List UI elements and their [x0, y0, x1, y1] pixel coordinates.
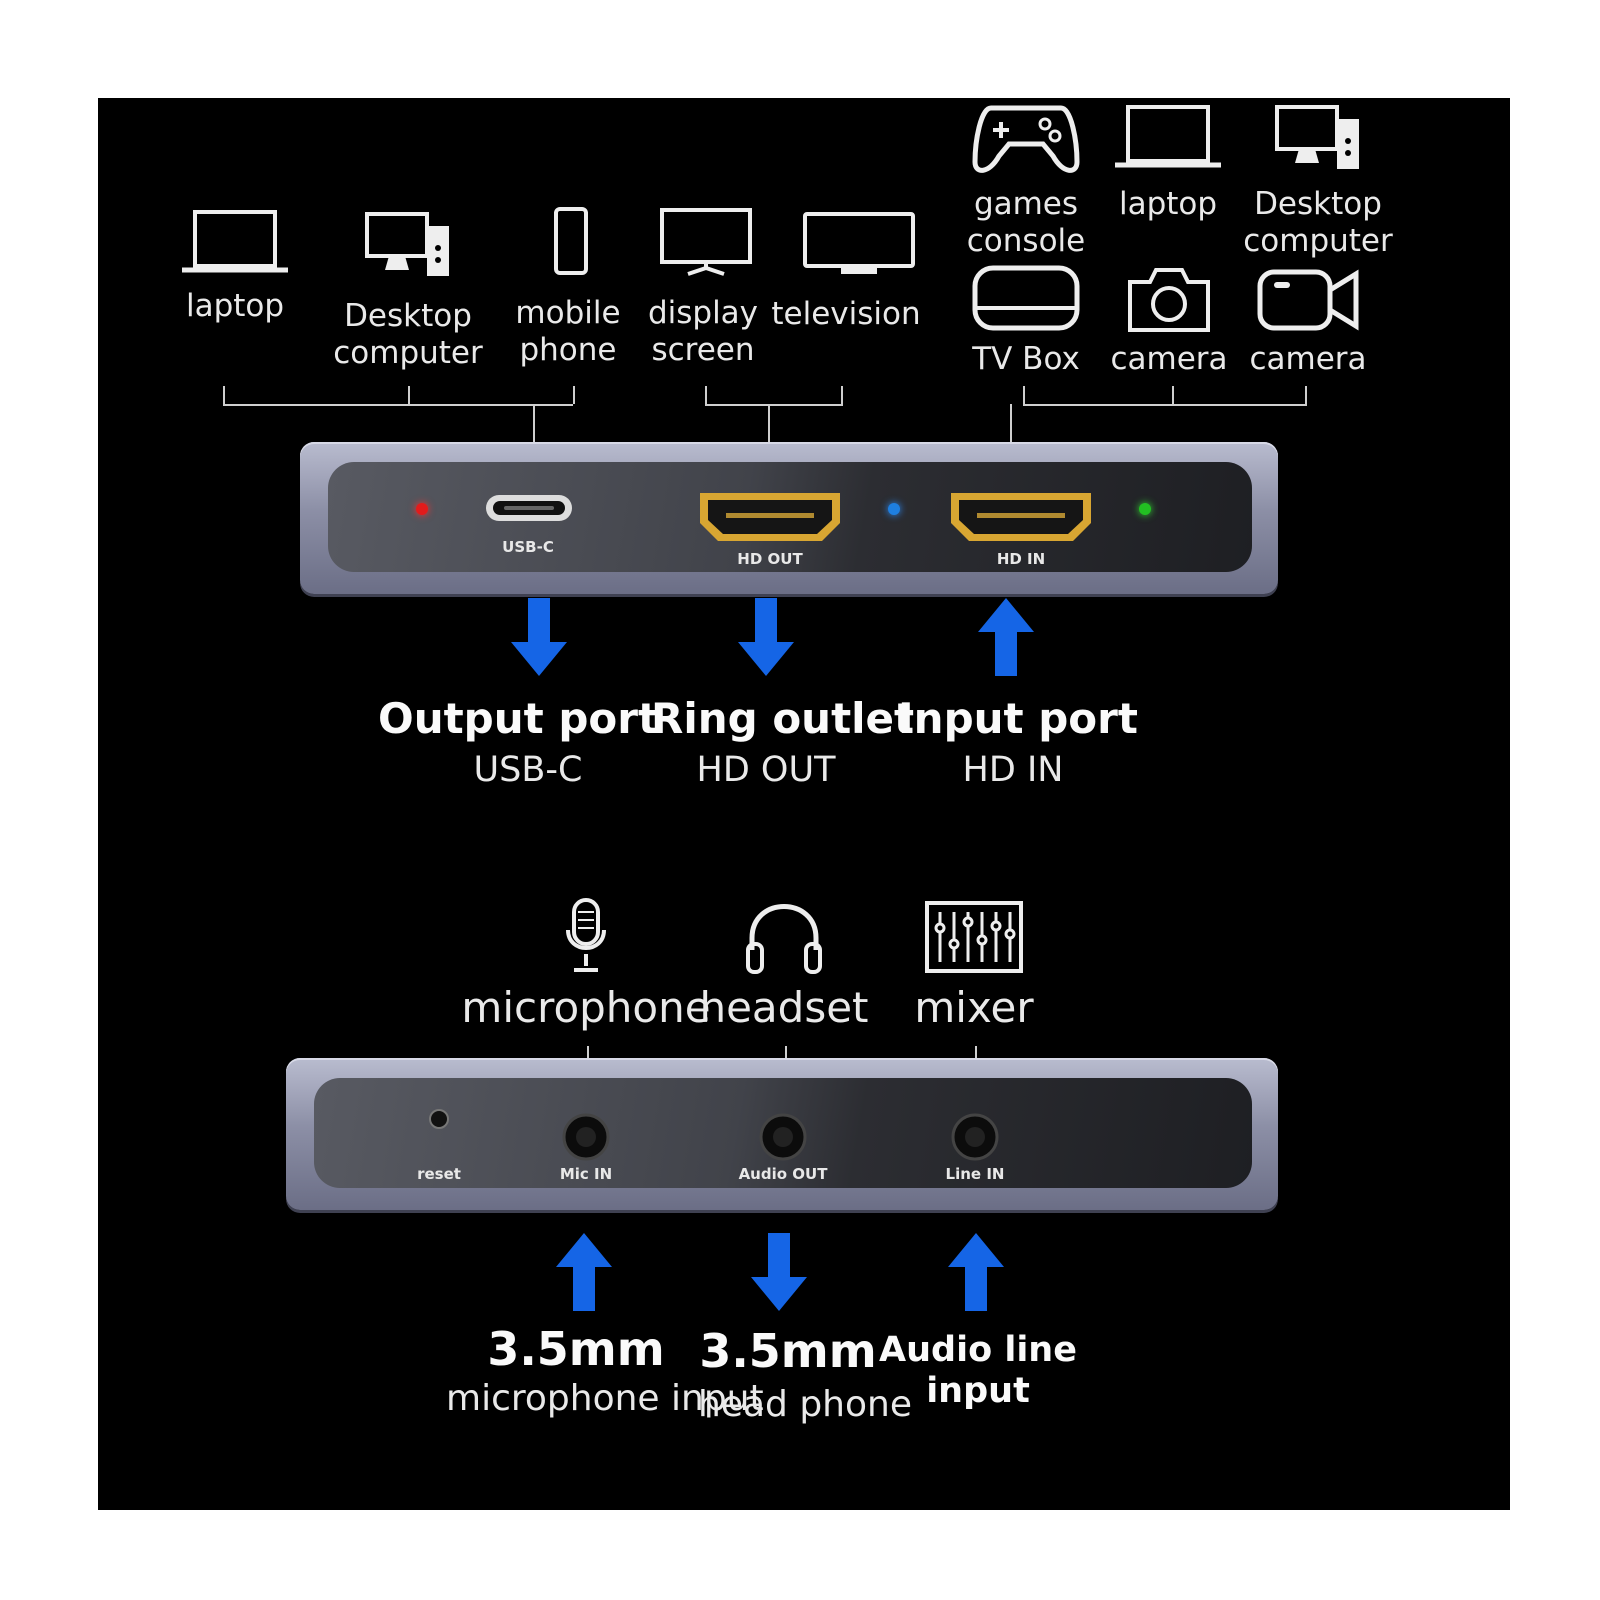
audio-out-jack [758, 1112, 808, 1162]
mobile-phone-icon [553, 206, 589, 276]
input-label-camera: camera [1110, 341, 1228, 377]
input-label-video-camera: camera [1249, 341, 1367, 377]
microphone-icon [564, 898, 608, 974]
usb-c-label: USB-C [502, 538, 554, 556]
headset-icon [744, 900, 824, 974]
caption-ring-outlet-sub: HD OUT [696, 750, 836, 790]
caption-output-port: Output port [378, 694, 659, 743]
mic-in-jack [561, 1112, 611, 1162]
diagram-panel: laptop Desktop computer mobile phone dis… [98, 98, 1510, 1510]
camera-icon [1126, 264, 1212, 334]
source-label-television: television [771, 296, 921, 332]
bracket-hdout [705, 404, 843, 406]
mic-in-label: Mic IN [559, 1165, 613, 1183]
arrow-up-line [948, 1233, 1004, 1311]
caption-input-port-sub: HD IN [962, 750, 1064, 790]
audio-label-microphone: microphone [461, 983, 711, 1032]
hd-out-label: HD OUT [737, 550, 803, 568]
signal-led [1139, 503, 1151, 515]
caption-headphone-size: 3.5mm [699, 1324, 877, 1378]
status-led [888, 503, 900, 515]
arrow-up-mic [556, 1233, 612, 1311]
mixer-icon [924, 900, 1024, 974]
bracket-usb [223, 404, 573, 406]
source-label-mobile: mobile phone [515, 295, 621, 368]
caption-line-input: Audio line input [879, 1330, 1077, 1412]
caption-mic-sub: microphone input [446, 1378, 764, 1419]
arrow-down-headphone [751, 1233, 807, 1311]
laptop-icon [1113, 103, 1223, 173]
line-in-label: Line IN [945, 1165, 1005, 1183]
input-label-laptop: laptop [1118, 186, 1218, 222]
gamepad-icon [971, 100, 1081, 176]
desktop-computer-icon [363, 210, 453, 280]
television-icon [801, 210, 917, 280]
reset-label: reset [417, 1165, 461, 1183]
laptop-icon [180, 208, 290, 278]
power-led [416, 503, 428, 515]
line-in-jack [950, 1112, 1000, 1162]
caption-output-port-sub: USB-C [473, 750, 583, 790]
caption-headphone-sub: head phone [698, 1384, 912, 1425]
desktop-computer-icon [1273, 103, 1363, 173]
arrow-down-hdout [738, 598, 794, 676]
caption-input-port: Input port [898, 694, 1138, 743]
caption-ring-outlet: Ring outlet [651, 694, 915, 743]
input-label-tvbox: TV Box [972, 341, 1080, 377]
source-label-display: display screen [647, 295, 759, 368]
input-label-games: games console [966, 186, 1086, 259]
audio-label-mixer: mixer [914, 983, 1034, 1032]
usb-c-port [484, 493, 574, 523]
bracket-hdin [1023, 404, 1307, 406]
input-label-desktop: Desktop computer [1243, 186, 1393, 259]
arrow-up-hdin [978, 598, 1034, 676]
tv-box-icon [971, 264, 1081, 334]
video-camera-icon [1256, 266, 1360, 334]
display-screen-icon [658, 206, 758, 278]
caption-mic-size: 3.5mm [487, 1322, 665, 1376]
source-label-laptop: laptop [185, 288, 285, 324]
reset-pinhole [428, 1108, 450, 1130]
hdmi-in-port [947, 489, 1095, 545]
audio-out-label: Audio OUT [738, 1165, 828, 1183]
hd-in-label: HD IN [996, 550, 1046, 568]
arrow-down-usb [511, 598, 567, 676]
capture-device-front [300, 442, 1278, 594]
source-label-desktop: Desktop computer [333, 298, 483, 371]
audio-label-headset: headset [699, 983, 869, 1032]
hdmi-out-port [696, 489, 844, 545]
